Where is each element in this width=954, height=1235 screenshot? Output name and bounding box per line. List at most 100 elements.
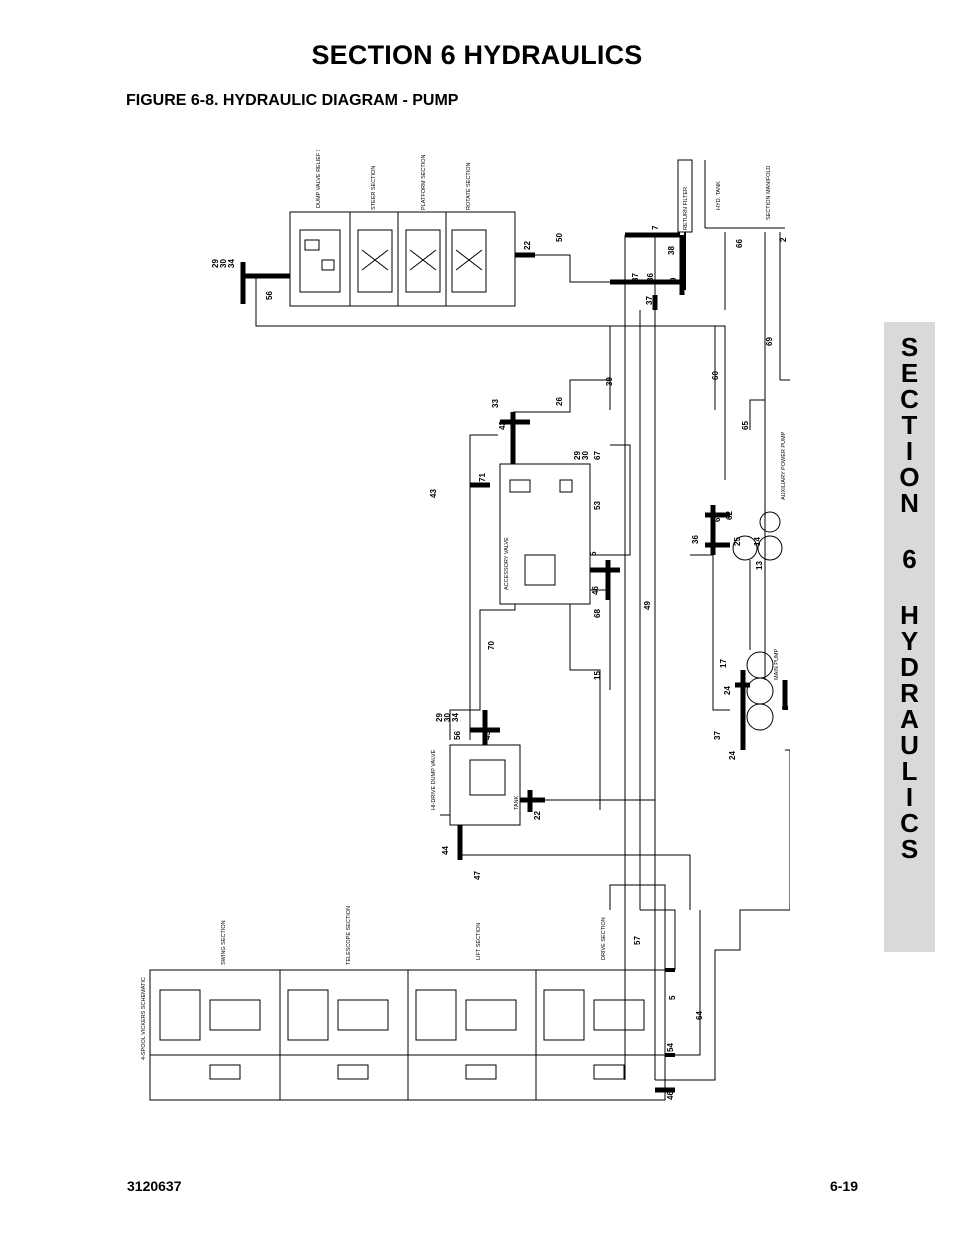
side-tab-letter: S [900, 332, 919, 362]
line-number-46: 46 [666, 1091, 675, 1100]
line-number-5: 5 [589, 551, 598, 556]
section-manifold-label: SECTION MANIFOLD [766, 166, 772, 220]
figure-caption: FIGURE 6-8. HYDRAULIC DIAGRAM - PUMP [126, 92, 459, 109]
line-number-62: 62 [725, 511, 734, 520]
line-number-56: 56 [453, 731, 462, 740]
main-pump-label: MAIN PUMP [774, 649, 780, 681]
line-number-2: 2 [781, 705, 790, 710]
line-number-30: 30 [219, 259, 228, 268]
line-number-54: 54 [666, 1043, 675, 1052]
control-valve-block [289, 211, 516, 307]
line-number-30: 30 [443, 713, 452, 722]
side-tab-letter: C [900, 384, 919, 414]
line-number-50: 50 [555, 233, 564, 242]
line-number-66: 66 [735, 239, 744, 248]
side-tab-letter: A [900, 704, 919, 734]
side-tab-letter: E [900, 358, 919, 388]
line-number-69: 69 [765, 337, 774, 346]
line-number-30: 30 [581, 451, 590, 460]
platform-section-label: PLATFORM SECTION [421, 154, 427, 210]
line-number-24: 24 [723, 686, 732, 695]
side-tab-letter: I [905, 436, 914, 466]
line-number-37: 37 [713, 731, 722, 740]
line-number-46: 46 [591, 586, 600, 595]
line-number-65: 65 [741, 421, 750, 430]
line-number-17: 17 [719, 659, 728, 668]
line-number-37: 37 [645, 296, 654, 305]
line-number-5: 5 [668, 995, 677, 1000]
page-number: 6-19 [829, 1178, 858, 1194]
line-number-42: 42 [498, 421, 507, 430]
line-number-43: 43 [429, 489, 438, 498]
hi-drive-dump-valve-label: HI-DRIVE DUMP VALVE [431, 749, 437, 810]
line-number-36: 36 [646, 273, 655, 282]
drive-section-label: DRIVE SECTION [601, 917, 607, 960]
line-number-25: 25 [733, 537, 742, 546]
hyd-tank-label: HYD. TANK [716, 181, 722, 210]
lift-section-label: LIFT SECTION [476, 923, 482, 960]
line-number-4: 4 [789, 690, 790, 695]
return-filter-label: RETURN FILTER [683, 187, 689, 230]
side-tab-letter: D [900, 652, 919, 682]
auxiliary-pump-circle [759, 511, 781, 533]
line-number-61: 61 [713, 513, 722, 522]
line-number-34: 34 [227, 259, 236, 268]
line-number-71: 71 [478, 473, 487, 482]
tank-label: TANK [514, 795, 520, 810]
line-number-57: 57 [633, 936, 642, 945]
line-number-38: 38 [667, 246, 676, 255]
line-number-34: 34 [451, 713, 460, 722]
line-number-14: 14 [753, 537, 762, 546]
side-tab-letter: 6 [902, 544, 917, 574]
line-number-7: 7 [651, 225, 660, 230]
side-tab-letter: O [899, 462, 920, 492]
line-number-49: 49 [643, 601, 652, 610]
rotate-section-label: ROTATE SECTION [466, 163, 472, 210]
line-number-24: 24 [728, 751, 737, 760]
hi-drive-dump-valve-block [449, 744, 521, 826]
line-number-37: 37 [631, 273, 640, 282]
line-number-39: 39 [605, 377, 614, 386]
line-number-47: 47 [473, 871, 482, 880]
line-number-33: 33 [491, 399, 500, 408]
line-number-68: 68 [593, 609, 602, 618]
line-number-45: 45 [483, 731, 492, 740]
line-number-56: 56 [265, 291, 274, 300]
side-tab-letter: H [900, 600, 919, 630]
line-number-60: 60 [711, 371, 720, 380]
line-number-22: 22 [523, 241, 532, 250]
swing-section-label: SWING SECTION [221, 920, 227, 965]
line-number-15: 15 [593, 671, 602, 680]
side-tab-letter: U [900, 730, 919, 760]
side-tab-letter: T [901, 410, 918, 440]
hydraulic-diagram: DUMP VALVE RELIEF SECTION STEER SECTION PL… [141, 150, 790, 1101]
page-title: SECTION 6 HYDRAULICS [311, 40, 643, 70]
line-number-36: 36 [691, 535, 700, 544]
side-tab-letter: C [900, 808, 919, 838]
side-tab-letter: Y [900, 626, 919, 656]
auxiliary-power-pump-label: AUXILIARY POWER PUMP [781, 431, 787, 500]
line-number-67: 67 [593, 451, 602, 460]
line-number-29: 29 [211, 259, 220, 268]
line-number-13: 13 [755, 561, 764, 570]
line-number-64: 64 [695, 1011, 704, 1020]
line-number-44: 44 [441, 846, 450, 855]
dump-valve-relief-label: DUMP VALVE RELIEF SECTION [316, 150, 322, 208]
accessory-valve-label: ACCESSORY VALVE [504, 537, 510, 590]
line-number-26: 26 [555, 397, 564, 406]
line-number-2: 2 [779, 237, 788, 242]
accessory-valve-block [499, 463, 591, 605]
line-number-29: 29 [435, 713, 444, 722]
side-tab-letter: L [901, 756, 918, 786]
line-number-53: 53 [593, 501, 602, 510]
side-tab-letter: S [900, 834, 919, 864]
line-number-22: 22 [533, 811, 542, 820]
steer-section-label: STEER SECTION [371, 166, 377, 210]
side-tab-letter: N [900, 488, 919, 518]
telescope-section-label: TELESCOPE SECTION [346, 906, 352, 965]
line-number-70: 70 [487, 641, 496, 650]
side-tab-letter: R [900, 678, 919, 708]
four-spool-schematic-label: 4-SPOOL VICKERS SCHEMATIC [141, 977, 147, 1060]
document-number: 3120637 [127, 1178, 182, 1194]
